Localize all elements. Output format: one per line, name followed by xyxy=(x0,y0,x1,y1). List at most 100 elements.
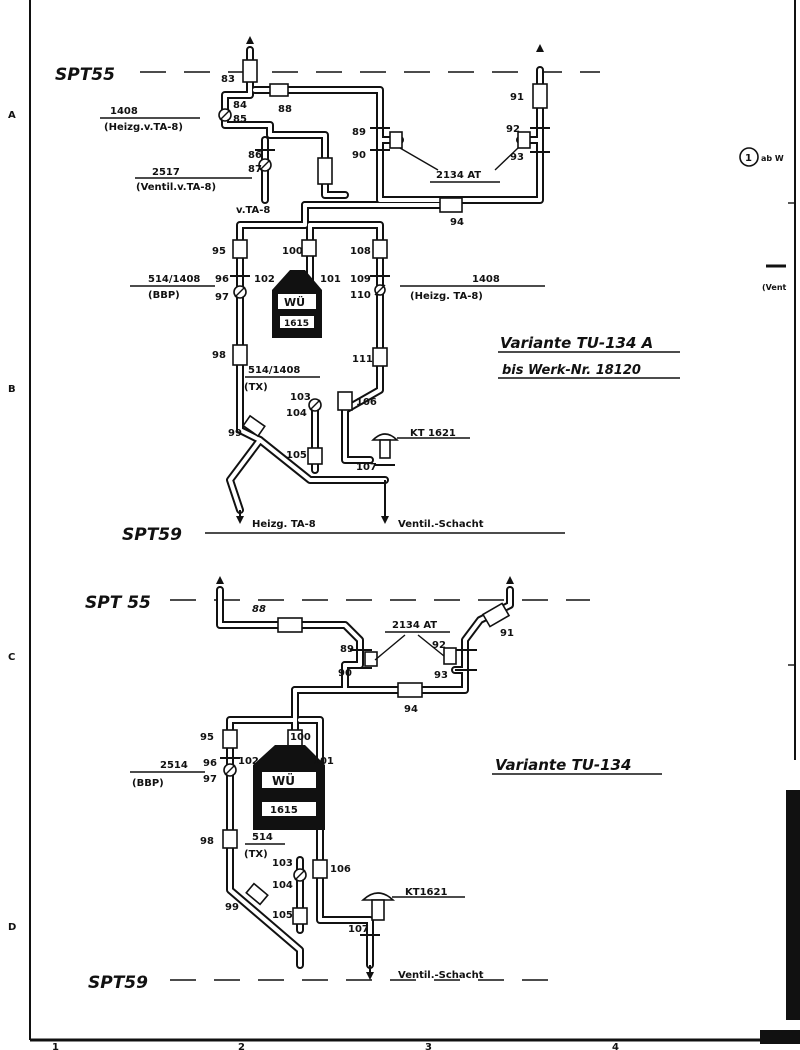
sheet-frame xyxy=(29,0,800,1044)
top-bbp-code: 514/1408 xyxy=(148,274,200,285)
col-marker-3: 3 xyxy=(425,1042,432,1050)
bottom-tx-code: 514 xyxy=(252,832,273,843)
bottom-kt-label: KT1621 xyxy=(405,887,447,898)
top-component-86 xyxy=(317,157,333,185)
top-pos-83: 83 xyxy=(221,74,235,85)
top-pos-100: 100 xyxy=(282,246,303,257)
bottom-component-106 xyxy=(312,859,328,879)
bottom-component-91 xyxy=(481,602,511,628)
top-pos-108: 108 xyxy=(350,246,371,257)
row-marker-d: D xyxy=(8,922,16,933)
top-component-111 xyxy=(372,347,388,367)
top-wu-label: WÜ xyxy=(284,295,305,309)
top-spt59-label: SPT59 xyxy=(122,525,182,545)
top-component-83 xyxy=(242,59,258,83)
row-marker-b: B xyxy=(8,384,16,395)
top-pos-101: 101 xyxy=(320,274,341,285)
reference-circle xyxy=(739,147,759,167)
bottom-valve-97 xyxy=(223,763,237,777)
top-pos-88: 88 xyxy=(278,104,292,115)
top-pos-106: 106 xyxy=(356,397,377,408)
top-wu-number: 1615 xyxy=(284,319,309,329)
bottom-couplings xyxy=(220,649,477,936)
bottom-tx-text: (TX) xyxy=(244,849,268,860)
bottom-component-88 xyxy=(277,617,303,633)
top-pos-103: 103 xyxy=(290,392,311,403)
bottom-pos-91: 91 xyxy=(500,628,514,639)
top-pos-95: 95 xyxy=(212,246,226,257)
top-variant-subtitle: bis Werk-Nr. 18120 xyxy=(502,363,641,378)
variant-tu134a-diagram: SPT55 SPT59 xyxy=(55,36,680,545)
top-heating-text: (Heizg.v.TA-8) xyxy=(104,122,183,133)
top-component-94 xyxy=(439,197,463,213)
bottom-kt1621-valve xyxy=(360,892,465,921)
top-pos-86: 86 xyxy=(248,150,262,161)
top-heating-outlet-label: Heizg. TA-8 xyxy=(252,519,316,530)
top-valve-110 xyxy=(374,284,386,296)
top-vent-code: 2517 xyxy=(152,167,180,178)
top-tee-93 xyxy=(517,131,531,149)
top-tee-90 xyxy=(389,131,403,149)
top-pos-97: 97 xyxy=(215,292,229,303)
top-pos-105: 105 xyxy=(286,450,307,461)
top-heating2-code: 1408 xyxy=(472,274,500,285)
col-marker-1: 1 xyxy=(52,1042,59,1050)
bottom-pos-102: 102 xyxy=(238,756,259,767)
bottom-component-105 xyxy=(292,907,308,925)
top-valve-104 xyxy=(308,398,322,412)
bottom-pos-97: 97 xyxy=(203,774,217,785)
top-component-100 xyxy=(301,239,317,257)
top-variant-title: Variante TU-134 A xyxy=(500,334,653,352)
bottom-pos-106: 106 xyxy=(330,864,351,875)
right-edge-cut-label: (Vent xyxy=(762,283,787,292)
bottom-wu-label: WÜ xyxy=(272,773,295,788)
bottom-pos-94: 94 xyxy=(404,704,418,715)
top-pos-90: 90 xyxy=(352,150,366,161)
top-pos-98: 98 xyxy=(212,350,226,361)
row-marker-c: C xyxy=(8,652,15,663)
top-vta8-label: v.TA-8 xyxy=(236,205,270,216)
bottom-wu-number: 1615 xyxy=(270,805,298,816)
top-heat-exchanger: WÜ 1615 xyxy=(272,270,322,338)
bottom-pos-98: 98 xyxy=(200,836,214,847)
bottom-pos-101: 101 xyxy=(313,756,334,767)
bottom-pos-92: 92 xyxy=(432,640,446,651)
top-component-108 xyxy=(372,239,388,259)
top-kt1621-valve xyxy=(371,433,470,459)
top-heating-code: 1408 xyxy=(110,106,138,117)
top-pos-109: 109 xyxy=(350,274,371,285)
bottom-variant-title: Variante TU-134 xyxy=(495,756,631,774)
reference-circle-number: 1 xyxy=(745,153,752,164)
top-component-105 xyxy=(307,447,323,465)
bottom-at-label: 2134 AT xyxy=(392,620,437,631)
top-tx-code: 514/1408 xyxy=(248,365,300,376)
bottom-pos-107: 107 xyxy=(348,924,369,935)
top-component-106 xyxy=(337,391,353,411)
top-couplings xyxy=(230,127,550,466)
bottom-pos-103: 103 xyxy=(272,858,293,869)
col-marker-4: 4 xyxy=(612,1042,619,1050)
top-valve-87 xyxy=(258,158,272,172)
bottom-pos-90: 90 xyxy=(338,668,352,679)
bottom-component-99 xyxy=(245,882,269,906)
bottom-vent-outlet-label: Ventil.-Schacht xyxy=(398,970,484,981)
top-heating2-text: (Heizg. TA-8) xyxy=(410,291,483,302)
top-pos-107: 107 xyxy=(356,462,377,473)
bottom-pos-96: 96 xyxy=(203,758,217,769)
top-pos-96: 96 xyxy=(215,274,229,285)
top-valve-97 xyxy=(233,285,247,299)
bottom-pos-104: 104 xyxy=(272,880,293,891)
top-pos-91: 91 xyxy=(510,92,524,103)
top-pos-99: 99 xyxy=(228,428,242,439)
bottom-heat-exchanger: WÜ 1615 xyxy=(253,745,325,830)
bottom-valve-104 xyxy=(293,868,307,882)
top-component-99 xyxy=(242,414,266,438)
bottom-pos-105: 105 xyxy=(272,910,293,921)
bottom-component-94 xyxy=(397,682,423,698)
bottom-pos-88: 88 xyxy=(252,604,266,615)
bottom-pos-100: 100 xyxy=(290,732,311,743)
top-pos-84: 84 xyxy=(233,100,247,111)
top-at-label: 2134 AT xyxy=(436,170,481,181)
bottom-component-98 xyxy=(222,829,238,849)
top-pos-104: 104 xyxy=(286,408,307,419)
